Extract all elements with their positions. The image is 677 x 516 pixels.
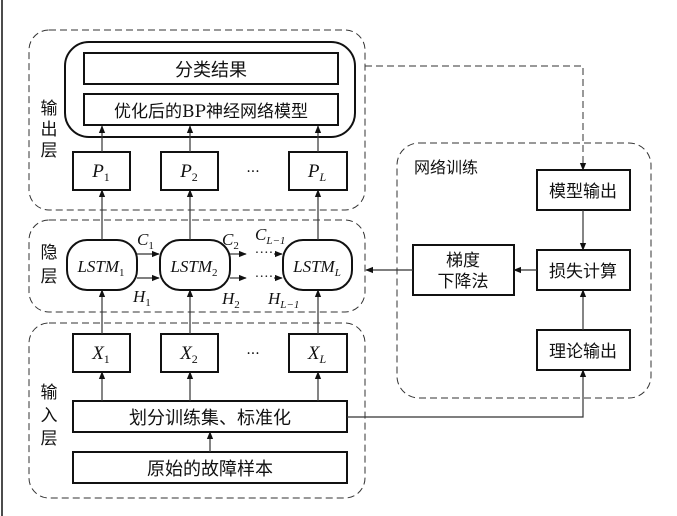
- svg-text:LSTM2: LSTM2: [169, 257, 217, 279]
- state-symbol: C: [255, 225, 267, 244]
- cell-symbol: LSTM: [169, 257, 212, 276]
- state-subscript: 2: [233, 240, 239, 252]
- state-subscript: L−1: [279, 299, 299, 311]
- node-symbol: X: [91, 343, 105, 364]
- state-symbol: H: [221, 289, 236, 308]
- state-subscript: 2: [234, 299, 240, 311]
- output-layer-region: [28, 29, 366, 211]
- input-layer-label-char: 输: [41, 383, 58, 403]
- hidden-layer-label: 隐 层: [41, 243, 58, 287]
- output-layer-label-char: 出: [41, 120, 58, 140]
- output-layer-label-char: 输: [41, 99, 58, 119]
- training-title: 网络训练: [414, 158, 478, 177]
- node-symbol: P: [179, 161, 192, 182]
- node-subscript: 2: [192, 352, 198, 366]
- gradient-descent-text-line1: 梯度: [446, 251, 480, 271]
- svg-text:PL: PL: [307, 161, 327, 184]
- input-layer-label-char: 入: [41, 406, 58, 426]
- c-chain-dots: ····: [255, 246, 274, 261]
- cell-symbol: LSTM: [76, 257, 119, 276]
- svg-text:C1: C1: [137, 230, 154, 252]
- svg-text:X1: X1: [91, 343, 110, 366]
- svg-text:P2: P2: [179, 161, 198, 184]
- cell-subscript: 1: [119, 267, 125, 279]
- classification-result-text: 分类结果: [175, 60, 247, 81]
- node-subscript: L: [318, 170, 326, 184]
- model-output-box: [536, 169, 631, 211]
- hidden-layer-label-char: 层: [41, 267, 58, 287]
- output-node-p2: P2: [160, 151, 219, 191]
- lstm-cell-2: LSTM2: [159, 239, 231, 291]
- hidden-layer-region: [28, 219, 366, 313]
- node-symbol: X: [179, 343, 193, 364]
- raw-samples-text: 原始的故障样本: [147, 459, 273, 480]
- output-ellipsis: ···: [246, 164, 259, 180]
- node-subscript: 2: [192, 170, 198, 184]
- cell-symbol: LSTM: [292, 257, 335, 276]
- node-symbol: P: [307, 161, 320, 182]
- state-symbol: H: [267, 289, 282, 308]
- svg-text:LSTML: LSTML: [292, 257, 341, 279]
- svg-text:H1: H1: [132, 287, 151, 309]
- hidden-layer-label-char: 隐: [41, 243, 58, 263]
- node-subscript: L: [318, 352, 326, 366]
- preprocess-box: [72, 400, 348, 433]
- bp-model-box: [83, 93, 339, 126]
- lstm-cell-l: LSTML: [282, 239, 353, 291]
- input-node-x2: X2: [160, 333, 219, 373]
- input-layer-region: [28, 322, 366, 499]
- svg-text:C2: C2: [222, 230, 239, 252]
- state-subscript: L−1: [265, 235, 285, 247]
- input-layer-label-char: 层: [41, 429, 58, 449]
- input-node-x1: X1: [72, 333, 131, 373]
- svg-text:XL: XL: [307, 343, 327, 366]
- bp-model-text: 优化后的BP神经网络模型: [114, 102, 308, 122]
- theoretical-output-text: 理论输出: [549, 342, 617, 362]
- input-ellipsis: ···: [246, 346, 259, 362]
- svg-text:X2: X2: [179, 343, 198, 366]
- output-layer-label-char: 层: [41, 141, 58, 161]
- state-symbol: C: [222, 230, 234, 249]
- model-output-text: 模型输出: [549, 182, 617, 202]
- h-chain-dots: ····: [255, 270, 274, 285]
- input-node-xl: XL: [288, 333, 348, 373]
- preprocess-text: 划分训练集、标准化: [129, 408, 291, 429]
- state-symbol: H: [132, 287, 147, 306]
- svg-text:H2: H2: [221, 289, 240, 311]
- state-subscript: 1: [148, 240, 154, 252]
- node-symbol: X: [307, 343, 321, 364]
- cell-subscript: L: [334, 267, 341, 279]
- gradient-descent-text-line2: 下降法: [438, 272, 489, 292]
- loss-calc-text: 损失计算: [549, 262, 617, 282]
- node-subscript: 1: [104, 170, 110, 184]
- svg-text:LSTM1: LSTM1: [76, 257, 124, 279]
- svg-text:CL−1: CL−1: [255, 225, 285, 247]
- connector-preprocess-to-theory: [347, 369, 587, 418]
- output-layer-label: 输 出 层: [41, 99, 58, 161]
- cell-subscript: 2: [212, 267, 218, 279]
- svg-text:P1: P1: [91, 161, 110, 184]
- node-symbol: P: [91, 161, 104, 182]
- input-layer-label: 输 入 层: [41, 383, 58, 449]
- classification-result-box: [83, 52, 339, 85]
- output-node-pl: PL: [288, 151, 348, 191]
- connector-result-to-model-output: [365, 65, 587, 171]
- output-node-p1: P1: [72, 151, 131, 191]
- state-subscript: 1: [145, 297, 151, 309]
- state-symbol: C: [137, 230, 149, 249]
- node-subscript: 1: [104, 352, 110, 366]
- lstm-cell-1: LSTM1: [66, 239, 138, 291]
- svg-text:HL−1: HL−1: [267, 289, 299, 311]
